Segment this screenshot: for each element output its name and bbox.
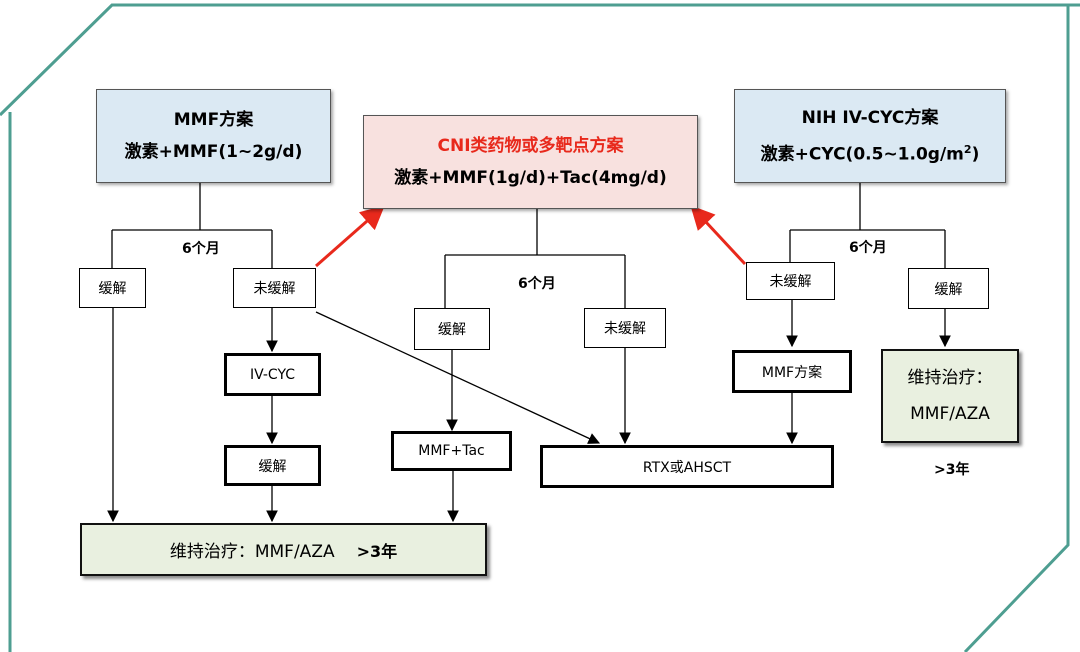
cni-plan-box: CNI类药物或多靶点方案 激素+MMF(1g/d)+Tac(4mg/d) bbox=[363, 115, 698, 209]
right-connectors bbox=[786, 182, 951, 445]
nih-regimen-sup: 2 bbox=[963, 142, 972, 156]
maintenance-box: 维持治疗：MMF/AZA >3年 bbox=[80, 523, 487, 576]
maintenance-duration: >3年 bbox=[356, 541, 398, 561]
nih-ivcyc-regimen: 激素+CYC(0.5~1.0g/m2) bbox=[761, 137, 980, 168]
rtx-ahsct-box: RTX或AHSCT bbox=[540, 445, 834, 488]
left-remission2-box: 缓解 bbox=[224, 445, 321, 486]
left-remission-box: 缓解 bbox=[79, 268, 146, 308]
mmf-plan-box: MMF方案 激素+MMF(1~2g/d) bbox=[96, 89, 331, 183]
right-months-label: 6个月 bbox=[849, 240, 887, 256]
nih-ivcyc-plan-box: NIH IV-CYC方案 激素+CYC(0.5~1.0g/m2) bbox=[734, 89, 1006, 183]
cni-plan-regimen: 激素+MMF(1g/d)+Tac(4mg/d) bbox=[394, 168, 667, 188]
left-months-label: 6个月 bbox=[182, 241, 220, 257]
left-connectors bbox=[107, 182, 601, 523]
right-maint-drugs: MMF/AZA bbox=[910, 404, 990, 424]
nih-ivcyc-title: NIH IV-CYC方案 bbox=[801, 107, 939, 128]
red-arrow-right bbox=[690, 205, 747, 266]
mmf-tac-box: MMF+Tac bbox=[391, 431, 512, 471]
frame-border bbox=[0, 3, 1080, 117]
ivcyc-box: IV-CYC bbox=[224, 353, 321, 396]
maintenance-label: 维持治疗：MMF/AZA bbox=[169, 542, 335, 562]
right-maint-title: 维持治疗： bbox=[907, 368, 993, 388]
right-remission-box: 缓解 bbox=[908, 268, 989, 309]
middle-connectors bbox=[444, 208, 631, 523]
middle-remission-box: 缓解 bbox=[414, 308, 490, 350]
right-no-remission-box: 未缓解 bbox=[746, 262, 835, 300]
cni-plan-title: CNI类药物或多靶点方案 bbox=[437, 136, 624, 156]
mmf-plan-title: MMF方案 bbox=[173, 110, 254, 130]
nih-regimen-end: ) bbox=[971, 144, 980, 165]
right-duration-label: >3年 bbox=[934, 462, 970, 478]
mmf-plan-small-box: MMF方案 bbox=[732, 350, 852, 393]
right-maintenance-box: 维持治疗： MMF/AZA bbox=[881, 349, 1019, 443]
mmf-plan-regimen: 激素+MMF(1~2g/d) bbox=[124, 142, 303, 162]
red-arrow-left bbox=[315, 205, 385, 268]
nih-regimen-main: 激素+CYC(0.5~1.0g/m bbox=[760, 144, 964, 165]
left-no-remission-box: 未缓解 bbox=[233, 268, 316, 308]
middle-months-label: 6个月 bbox=[518, 276, 556, 292]
middle-no-remission-box: 未缓解 bbox=[584, 308, 666, 348]
frame-border-right bbox=[963, 5, 1070, 652]
